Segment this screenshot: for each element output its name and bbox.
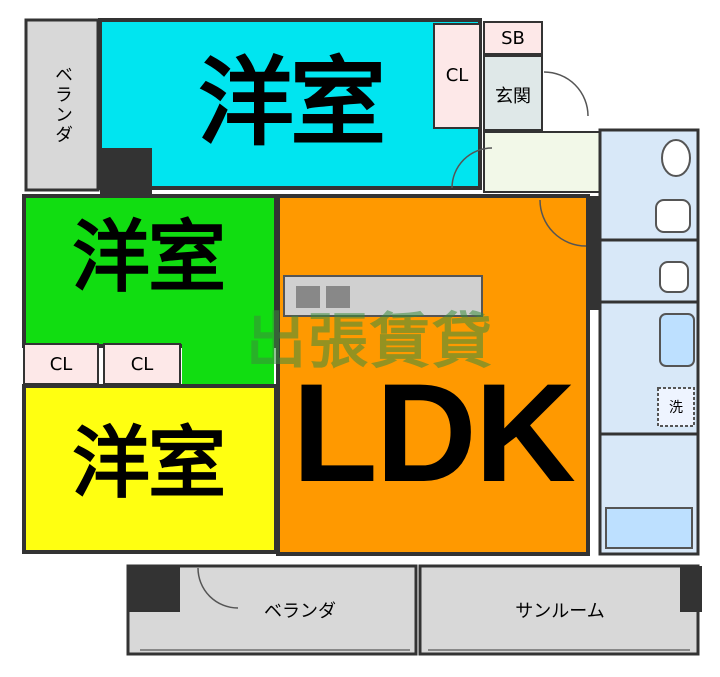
ldk-label: LDK (292, 354, 576, 511)
western-room-bottom-label: 洋室 (71, 419, 226, 509)
closet-top-area (433, 23, 481, 129)
hall-area (483, 131, 603, 193)
balcony-bottom-label: ベランダ (264, 601, 336, 622)
closet-left-b-label: CL (130, 353, 154, 375)
bathtub (605, 507, 693, 549)
western-room-bottom-area (22, 384, 278, 554)
closet-left-a-area (23, 343, 99, 385)
sunroom-label: サンルーム (515, 601, 605, 622)
western-room-top-label: 洋室 (198, 47, 386, 159)
western-room-left-area (22, 194, 278, 348)
balcony-left-label: ベランダ (52, 65, 73, 145)
western-room-top-area (98, 18, 482, 190)
washer-label: 洗 (669, 400, 683, 416)
closet-left-a-label: CL (49, 353, 73, 375)
entrance-label: 玄関 (495, 86, 531, 107)
western-room-left-label: 洋室 (71, 213, 226, 303)
washer-area (657, 387, 695, 427)
entrance-area (483, 55, 543, 131)
closet-top-label: CL (445, 64, 469, 86)
balcony-left-area (24, 18, 100, 192)
shoe-box-area (483, 21, 543, 55)
closet-left-b-area (103, 343, 181, 385)
shoe-box-label: SB (501, 27, 525, 49)
watermark: 出張賃貸 (246, 306, 494, 377)
ldk-area (276, 194, 590, 556)
